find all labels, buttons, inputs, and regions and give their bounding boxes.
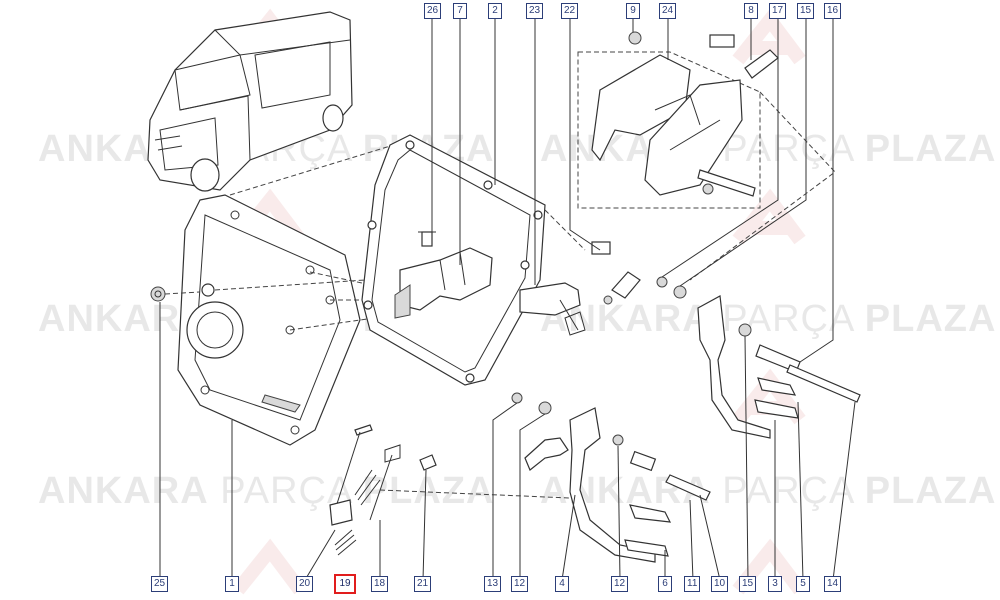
stop-switch-22 [591,241,641,305]
callout-2[interactable]: 2 [488,3,502,19]
bolt-26 [418,231,436,247]
callout-24[interactable]: 24 [659,3,677,19]
callout-26[interactable]: 26 [424,3,442,19]
watermark-row-3: ANKARA PARÇA PLAZA [38,470,495,512]
watermark-row-3b: ANKARA PARÇA PLAZA [540,470,997,512]
callout-22[interactable]: 22 [561,3,579,19]
callout-9[interactable]: 9 [626,3,640,19]
upper-bracket-group [577,31,779,209]
callout-19-highlighted[interactable]: 19 [334,574,356,594]
callout-18[interactable]: 18 [371,576,389,592]
callout-21[interactable]: 21 [414,576,432,592]
upper-pedal [697,295,861,439]
spring-to-pedal-leader [379,489,571,499]
callout-23[interactable]: 23 [526,3,544,19]
callout-16[interactable]: 16 [824,3,842,19]
van-leader-line [229,139,411,196]
callout-5[interactable]: 5 [796,576,810,592]
spring-kit [329,424,437,556]
lower-pedal [511,392,711,563]
callout-14[interactable]: 14 [824,576,842,592]
leader-gasket-to-pedal [544,209,586,251]
callout-15-bottom[interactable]: 15 [739,576,757,592]
van-illustration [147,11,353,192]
nut-25 [150,286,166,302]
callout-12-right[interactable]: 12 [611,576,629,592]
callout-20[interactable]: 20 [296,576,314,592]
callout-10[interactable]: 10 [711,576,729,592]
pedal-box-plate [177,194,361,446]
switch-bracket-7 [394,247,493,319]
callout-leaders [159,17,856,581]
callout-8[interactable]: 8 [744,3,758,19]
callout-15-top[interactable]: 15 [797,3,815,19]
callout-12-left[interactable]: 12 [511,576,529,592]
callout-7[interactable]: 7 [453,3,467,19]
bushings-upper [656,276,752,337]
callout-25[interactable]: 25 [151,576,169,592]
bracket-23 [519,282,586,336]
callout-13[interactable]: 13 [484,576,502,592]
callout-4[interactable]: 4 [555,576,569,592]
callout-3[interactable]: 3 [768,576,782,592]
callout-1[interactable]: 1 [225,576,239,592]
callout-6[interactable]: 6 [658,576,672,592]
leader-box-to-pedal [689,91,836,281]
callout-11[interactable]: 11 [684,576,701,592]
callout-17[interactable]: 17 [769,3,787,19]
